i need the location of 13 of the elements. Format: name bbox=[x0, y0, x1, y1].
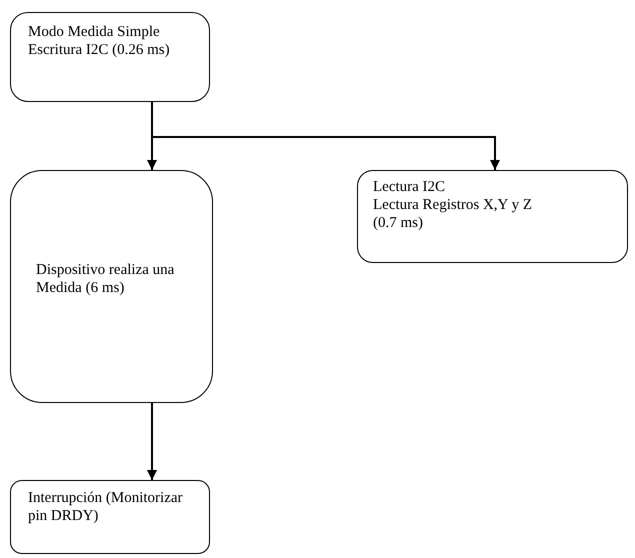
process-box bbox=[357, 170, 628, 263]
box-text: Lectura Registros X,Y y Z bbox=[373, 196, 533, 214]
box-text: Dispositivo realiza una Medida (6 ms) bbox=[36, 261, 176, 297]
process-box bbox=[10, 170, 213, 403]
box-text: Lectura I2C bbox=[373, 178, 446, 196]
arrow bbox=[151, 102, 500, 170]
box-text: Escritura I2C (0.26 ms) bbox=[28, 41, 171, 59]
process-box bbox=[10, 12, 210, 102]
process-box bbox=[10, 480, 210, 554]
box-text: Modo Medida Simple bbox=[28, 23, 161, 41]
box-text: (0.7 ms) bbox=[373, 214, 424, 232]
box-text: Interrupción (Monitorizar pin DRDY) bbox=[28, 489, 184, 525]
arrow bbox=[147, 403, 157, 480]
